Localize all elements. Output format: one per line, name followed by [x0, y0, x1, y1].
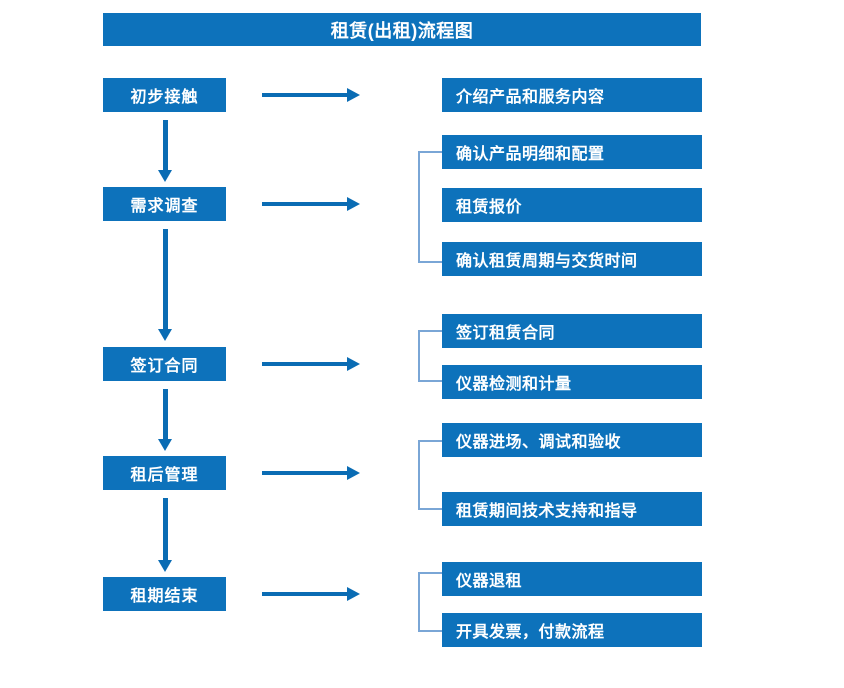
horizontal-arrow-right-icon-4 [262, 466, 360, 480]
stage-box-sign-contract[interactable]: 签订合同 [103, 347, 226, 381]
detail-box-technical-support[interactable]: 租赁期间技术支持和指导 [442, 492, 702, 526]
horizontal-arrow-right-icon-1 [262, 88, 360, 102]
group-bracket-sign-contract [418, 330, 442, 382]
horizontal-arrow-right-icon-5 [262, 587, 360, 601]
vertical-arrow-down-icon-3 [158, 389, 172, 451]
group-bracket-lease-end [418, 572, 442, 632]
stage-box-lease-end[interactable]: 租期结束 [103, 577, 226, 611]
vertical-arrow-down-icon-1 [158, 120, 172, 182]
stage-box-requirement-survey[interactable]: 需求调查 [103, 187, 226, 221]
detail-box-confirm-product-details[interactable]: 确认产品明细和配置 [442, 135, 702, 169]
detail-box-rental-quotation[interactable]: 租赁报价 [442, 188, 702, 222]
detail-box-instrument-delivery-commissioning[interactable]: 仪器进场、调试和验收 [442, 423, 702, 457]
group-bracket-requirement-survey [418, 151, 442, 263]
horizontal-arrow-right-icon-3 [262, 357, 360, 371]
stage-box-initial-contact[interactable]: 初步接触 [103, 78, 226, 112]
horizontal-arrow-right-icon-2 [262, 197, 360, 211]
detail-box-sign-lease-contract[interactable]: 签订租赁合同 [442, 314, 702, 348]
group-bracket-post-rental-management [418, 440, 442, 510]
detail-box-confirm-lease-period[interactable]: 确认租赁周期与交货时间 [442, 242, 702, 276]
page-title: 租赁(出租)流程图 [103, 13, 701, 46]
detail-box-instrument-inspection[interactable]: 仪器检测和计量 [442, 365, 702, 399]
vertical-arrow-down-icon-4 [158, 498, 172, 572]
stage-box-post-rental-management[interactable]: 租后管理 [103, 456, 226, 490]
vertical-arrow-down-icon-2 [158, 229, 172, 341]
detail-box-invoice-payment[interactable]: 开具发票，付款流程 [442, 613, 702, 647]
detail-box-introduce-products[interactable]: 介绍产品和服务内容 [442, 78, 702, 112]
detail-box-instrument-return[interactable]: 仪器退租 [442, 562, 702, 596]
